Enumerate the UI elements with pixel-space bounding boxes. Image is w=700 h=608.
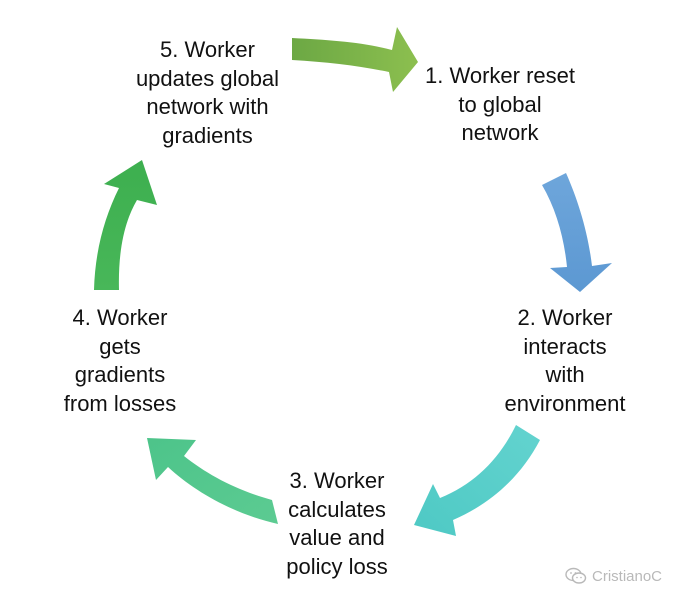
- step-5-line-4: gradients: [162, 122, 253, 148]
- step-5-line-1: 5. Worker: [160, 37, 255, 62]
- arrow-step1-to-step2: [542, 173, 612, 292]
- step-1-line-1: 1. Worker reset: [425, 63, 575, 88]
- step-2-label: 2. Worker interacts with environment: [470, 304, 660, 418]
- step-4-label: 4. Worker gets gradients from losses: [25, 304, 215, 418]
- step-3-line-4: policy loss: [286, 553, 388, 579]
- step-4-line-4: from losses: [63, 390, 177, 416]
- watermark-text: CristianoC: [592, 567, 663, 585]
- arrow-step4-to-step5: [94, 160, 157, 290]
- step-5-label: 5. Worker updates global network with gr…: [110, 36, 305, 150]
- step-2-line-3: with: [545, 362, 585, 387]
- step-3-line-2: calculates: [288, 496, 386, 522]
- step-3-label: 3. Worker calculates value and policy lo…: [252, 467, 422, 581]
- step-4-line-1: 4. Worker: [72, 305, 168, 330]
- step-1-line-3: network: [461, 120, 539, 145]
- step-1-label: 1. Worker reset to global network: [395, 62, 605, 148]
- step-4-line-3: gradients: [74, 362, 166, 387]
- wechat-icon: [565, 567, 587, 584]
- step-1-line-2: to global: [458, 91, 542, 117]
- step-3-line-3: value and: [289, 525, 385, 550]
- step-5-line-2: updates global: [135, 65, 280, 91]
- step-2-line-4: environment: [504, 390, 626, 416]
- watermark: CristianoC: [565, 567, 662, 585]
- arrow-step2-to-step3: [414, 425, 540, 536]
- arrow-step5-to-step1: [292, 27, 418, 92]
- step-2-line-1: 2. Worker: [517, 305, 613, 330]
- step-2-line-2: interacts: [523, 333, 607, 359]
- step-3-line-1: 3. Worker: [289, 468, 385, 493]
- arrow-step3-to-step4: [147, 438, 278, 524]
- step-4-line-2: gets: [99, 333, 141, 359]
- step-5-line-3: network with: [146, 94, 269, 119]
